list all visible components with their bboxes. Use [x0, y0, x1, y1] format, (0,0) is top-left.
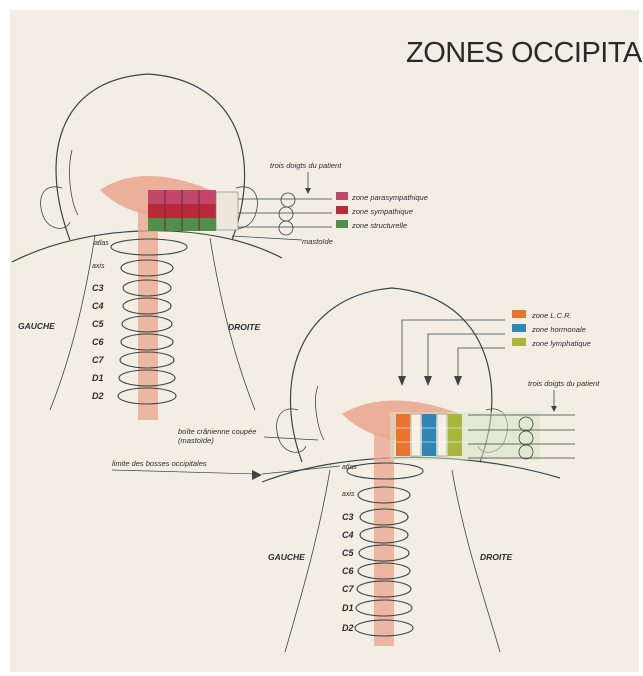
lower-zone-lymphatic — [448, 414, 462, 456]
lower-occipital-leader-2 — [262, 466, 340, 474]
legend-label: zone L.C.R. — [531, 311, 572, 320]
upper-zone-fingers — [216, 192, 238, 230]
lower-legend: zone L.C.R. zone hormonale zone lymphati… — [512, 310, 591, 348]
lower-spinal-cord — [374, 434, 394, 646]
legend-label: zone lymphatique — [531, 339, 591, 348]
upper-finger-circle — [279, 221, 293, 235]
upper-fingers-label: trois doigts du patient — [270, 161, 342, 170]
lower-cranial-label-2: (mastoïde) — [178, 436, 214, 445]
lower-vertebra-label: atlas — [342, 464, 357, 471]
lower-vertebra-label: axis — [342, 491, 355, 498]
upper-vertebra-label: C6 — [92, 337, 104, 347]
upper-vertebra-label: C3 — [92, 283, 104, 293]
legend-swatch-hormonal — [512, 324, 526, 332]
lower-occipital-label: limite des bosses occipitales — [112, 459, 207, 468]
lower-cranial-leader — [264, 437, 318, 440]
upper-finger-circle — [281, 193, 295, 207]
upper-vertebra-label: D1 — [92, 373, 104, 383]
lower-side-right: DROITE — [480, 552, 512, 562]
legend-label: zone hormonale — [531, 325, 586, 334]
lower-vertebra-label: C7 — [342, 584, 354, 594]
upper-left-ear — [41, 187, 70, 229]
lower-vertebra-label: D2 — [342, 623, 354, 633]
legend-label: zone sympathique — [351, 207, 413, 216]
lower-zone-lcr — [396, 414, 410, 456]
lower-fingers-arrow — [551, 406, 557, 412]
upper-left-contour — [70, 150, 78, 215]
upper-finger-circle — [279, 207, 293, 221]
upper-vertebra-label: axis — [92, 263, 105, 270]
legend-swatch-lymphatic — [512, 338, 526, 346]
legend-swatch-parasympathetic — [336, 192, 348, 200]
upper-legend: zone parasympathique zone sympathique zo… — [336, 192, 428, 230]
upper-leader-line — [232, 236, 302, 240]
lower-vertebra-label: C3 — [342, 512, 354, 522]
lower-occipital-arrow — [252, 470, 262, 480]
legend-swatch-sympathetic — [336, 206, 348, 214]
lower-vertebra-label: C6 — [342, 566, 354, 576]
lower-zone-hormonal — [422, 414, 436, 456]
lower-zone-gap — [411, 414, 421, 456]
legend-label: zone parasympathique — [351, 193, 428, 202]
lower-fingers-label: trois doigts du patient — [528, 379, 600, 388]
lower-zone-columns — [396, 414, 470, 456]
legend-label: zone structurelle — [351, 221, 407, 230]
legend-swatch-lcr — [512, 310, 526, 318]
upper-vertebra-label: C7 — [92, 355, 104, 365]
upper-vertebra-label: D2 — [92, 391, 104, 401]
lower-occipital-leader — [112, 470, 258, 474]
upper-mastoid-label: mastoïde — [302, 237, 333, 246]
upper-side-left: GAUCHE — [18, 321, 55, 331]
upper-vertebra-label: C4 — [92, 301, 104, 311]
legend-swatch-structural — [336, 220, 348, 228]
lower-vertebra-label: D1 — [342, 603, 354, 613]
lower-cranial-label: boîte crânienne coupée — [178, 427, 256, 436]
upper-zone-block — [148, 190, 238, 231]
lower-pointer-hormonal — [428, 334, 505, 380]
upper-vertebra-label: C5 — [92, 319, 104, 329]
lower-left-contour — [316, 386, 324, 440]
upper-neck-left-line — [50, 235, 95, 410]
lower-figure: zone L.C.R. zone hormonale zone lymphati… — [112, 288, 600, 652]
lower-vertebra-label: C4 — [342, 530, 354, 540]
upper-vertebra-label: atlas — [94, 240, 109, 247]
lower-arrow-lcr — [398, 376, 406, 386]
lower-arrow-hormonal — [424, 376, 432, 386]
lower-pointer-lymphatic — [458, 348, 505, 380]
lower-side-left: GAUCHE — [268, 552, 305, 562]
lower-vertebra-label: C5 — [342, 548, 354, 558]
page-title: ZONES OCCIPITALES — [406, 37, 643, 69]
lower-zone-gap — [437, 414, 447, 456]
lower-arrow-lymphatic — [454, 376, 462, 386]
upper-side-right: DROITE — [228, 322, 260, 332]
upper-figure: atlas axis C3 C4 C5 C6 C7 D1 D2 GAUCHE D… — [12, 74, 428, 420]
upper-fingers-arrow — [305, 188, 311, 194]
